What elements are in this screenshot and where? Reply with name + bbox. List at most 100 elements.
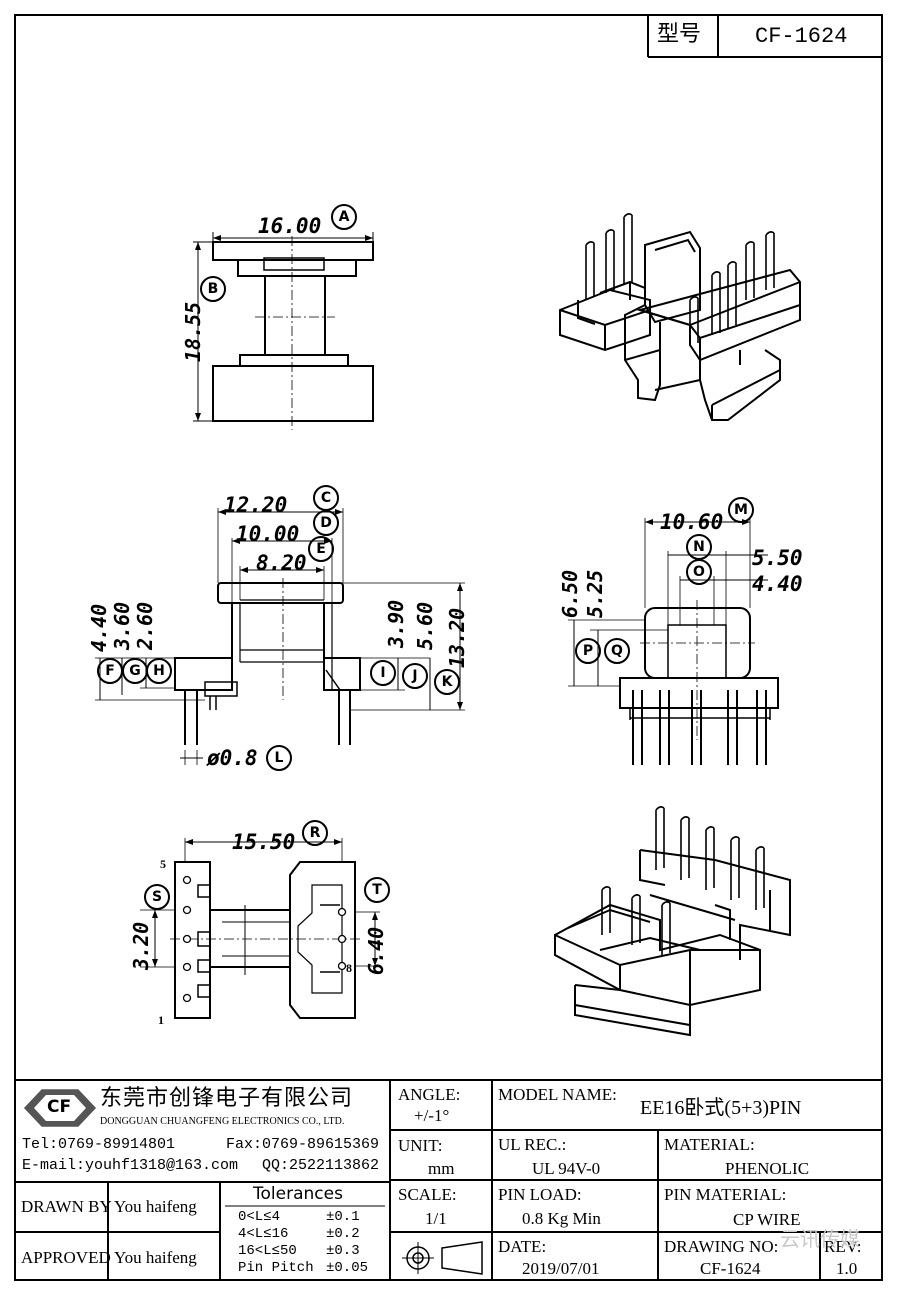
pin-label-right: 8 xyxy=(346,961,352,975)
isometric-pins-bottom xyxy=(601,806,765,955)
rev-label: REV: xyxy=(824,1237,862,1256)
tolerance-range: 4<L≤16 xyxy=(238,1226,289,1242)
drawn-by-label: DRAWN BY xyxy=(21,1197,112,1216)
dim-b-value: 18.55 xyxy=(181,301,205,362)
marker-h: H xyxy=(146,658,172,684)
ul-rec-label: UL REC.: xyxy=(498,1135,567,1154)
pin-label-top-left: 5 xyxy=(160,857,166,871)
marker-a: A xyxy=(331,204,357,230)
dim-d-value: 10.00 xyxy=(236,522,300,546)
approved-value: You haifeng xyxy=(114,1248,197,1267)
tolerance-row: 4<L≤16 ±0.2 xyxy=(238,1226,360,1242)
dim-s-value: 3.20 xyxy=(129,921,153,970)
dim-m-value: 10.60 xyxy=(660,510,724,534)
dim-n-value: 5.50 xyxy=(752,546,803,570)
tolerance-row: Pin Pitch ±0.05 xyxy=(238,1260,368,1276)
pin-material-value: CP WIRE xyxy=(733,1210,801,1229)
tolerance-value: ±0.05 xyxy=(326,1260,369,1276)
logo-text: CF xyxy=(47,1097,72,1117)
date-value: 2019/07/01 xyxy=(522,1259,600,1278)
marker-r: R xyxy=(302,820,328,846)
date-label: DATE: xyxy=(498,1237,547,1256)
scale-value: 1/1 xyxy=(425,1209,447,1228)
marker-m: M xyxy=(728,497,754,523)
angle-label: ANGLE: xyxy=(398,1085,461,1104)
dim-c-value: 12.20 xyxy=(224,493,288,517)
logo xyxy=(23,1089,97,1127)
marker-l: L xyxy=(266,745,292,771)
side-view xyxy=(568,518,779,765)
marker-g: G xyxy=(122,658,148,684)
unit-label: UNIT: xyxy=(398,1136,443,1155)
projection-symbol xyxy=(402,1241,483,1275)
marker-n: N xyxy=(686,534,712,560)
marker-b: B xyxy=(200,276,226,302)
dim-r-value: 15.50 xyxy=(232,830,296,854)
type-value: CF-1624 xyxy=(755,24,848,49)
tolerance-range: 0<L≤4 xyxy=(238,1209,281,1225)
marker-t: T xyxy=(364,877,390,903)
bottom-view xyxy=(140,838,380,1019)
tolerance-value: ±0.2 xyxy=(326,1226,360,1242)
material-value: PHENOLIC xyxy=(725,1159,810,1178)
type-label: 型号 xyxy=(657,22,702,47)
approved-label: APPROVED xyxy=(21,1248,111,1267)
marker-s: S xyxy=(144,884,170,910)
isometric-pins-top xyxy=(585,213,775,345)
dim-e-value: 8.20 xyxy=(256,551,307,575)
dim-p-value: 6.50 xyxy=(558,569,582,618)
dim-a-value: 16.00 xyxy=(258,214,322,238)
header-box xyxy=(647,15,882,58)
model-name-label: MODEL NAME: xyxy=(498,1085,617,1104)
marker-e: E xyxy=(308,536,334,562)
unit-value: mm xyxy=(428,1159,455,1178)
dim-o-value: 4.40 xyxy=(752,572,803,596)
marker-d: D xyxy=(313,510,339,536)
dim-q-value: 5.25 xyxy=(583,569,607,618)
model-name-value: EE16卧式(5+3)PIN xyxy=(640,1097,802,1119)
marker-c: C xyxy=(313,485,339,511)
pin-load-label: PIN LOAD: xyxy=(498,1185,582,1204)
company-name-en: DONGGUAN CHUANGFENG ELECTRONICS CO., LTD… xyxy=(100,1116,345,1127)
dim-l-value: ø0.8 xyxy=(207,746,258,770)
tolerance-range: Pin Pitch xyxy=(238,1260,314,1276)
rev-value: 1.0 xyxy=(836,1259,858,1278)
tolerances-title: Tolerances xyxy=(253,1184,343,1204)
pin-material-label: PIN MATERIAL: xyxy=(664,1185,787,1204)
dim-h-value: 2.60 xyxy=(133,601,157,650)
isometric-view-top xyxy=(559,230,801,421)
drawing-no-label: DRAWING NO: xyxy=(664,1237,779,1256)
dim-k-value: 13.20 xyxy=(445,607,469,668)
material-label: MATERIAL: xyxy=(664,1135,755,1154)
tolerance-value: ±0.3 xyxy=(326,1243,360,1259)
dim-f-value: 4.40 xyxy=(87,603,111,652)
dim-j-value: 5.60 xyxy=(413,601,437,650)
fax: Fax:0769-89615369 xyxy=(226,1136,380,1153)
scale-label: SCALE: xyxy=(398,1185,457,1204)
marker-f: F xyxy=(97,658,123,684)
dim-i-value: 3.90 xyxy=(384,599,408,648)
marker-p: P xyxy=(575,638,601,664)
marker-o: O xyxy=(686,559,712,585)
dimension-arrows xyxy=(152,235,750,967)
pin-label-bottom-left: 1 xyxy=(158,1013,164,1027)
pin-holes xyxy=(182,875,347,1003)
drawing-border xyxy=(14,14,883,1281)
tolerance-row: 16<L≤50 ±0.3 xyxy=(238,1243,360,1259)
pin-load-value: 0.8 Kg Min xyxy=(522,1209,601,1228)
marker-q: Q xyxy=(604,638,630,664)
marker-j: J xyxy=(402,663,428,689)
dim-g-value: 3.60 xyxy=(110,601,134,650)
angle-value: +/-1° xyxy=(414,1106,450,1125)
marker-i: I xyxy=(370,660,396,686)
isometric-view-bottom xyxy=(554,849,791,1037)
drawing-no-value: CF-1624 xyxy=(700,1259,761,1278)
marker-k: K xyxy=(434,669,460,695)
watermark: 云讯传媒 xyxy=(780,1227,860,1251)
tel: Tel:0769-89914801 xyxy=(22,1136,176,1153)
email: E-mail:youhf1318@163.com xyxy=(22,1157,239,1174)
ul-rec-value: UL 94V-0 xyxy=(532,1159,601,1178)
tolerance-range: 16<L≤50 xyxy=(238,1243,297,1259)
dim-t-value: 6.40 xyxy=(364,926,388,975)
